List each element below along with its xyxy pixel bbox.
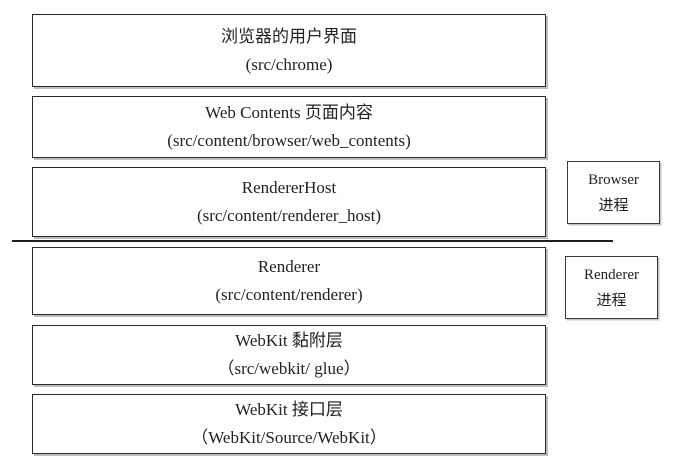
layer-title: RendererHost [241, 178, 337, 197]
browser-process-label: Browser 进程 [567, 161, 660, 224]
layer-title: 浏览器的用户界面 [221, 26, 357, 46]
renderer-process-label: Renderer 进程 [565, 256, 658, 319]
layer-browser-ui: 浏览器的用户界面 (src/chrome) [32, 14, 546, 87]
process-suffix: 进程 [598, 197, 629, 214]
layer-path: （WebKit/Source/WebKit） [191, 428, 387, 447]
layer-renderer-host: RendererHost (src/content/renderer_host) [32, 167, 546, 237]
process-name: Browser [588, 171, 639, 188]
process-divider-line [12, 240, 613, 242]
layer-path: (src/chrome) [245, 54, 333, 74]
layer-path: （src/webkit/ glue） [217, 359, 361, 378]
layer-path: (src/content/browser/web_contents) [167, 131, 411, 150]
layer-title: WebKit 黏附层 [235, 331, 343, 350]
layer-path: (src/content/renderer) [215, 285, 363, 304]
layer-renderer: Renderer (src/content/renderer) [32, 247, 546, 315]
layer-title: Web Contents 页面内容 [205, 103, 373, 122]
layer-web-contents: Web Contents 页面内容 (src/content/browser/w… [32, 96, 546, 158]
process-name: Renderer [584, 266, 639, 283]
layer-title: WebKit 接口层 [235, 400, 343, 419]
layer-path: (src/content/renderer_host) [196, 206, 382, 225]
layer-webkit-api: WebKit 接口层 （WebKit/Source/WebKit） [32, 394, 546, 454]
layer-title: Renderer [257, 257, 321, 276]
process-suffix: 进程 [596, 292, 627, 309]
layer-webkit-glue: WebKit 黏附层 （src/webkit/ glue） [32, 325, 546, 385]
